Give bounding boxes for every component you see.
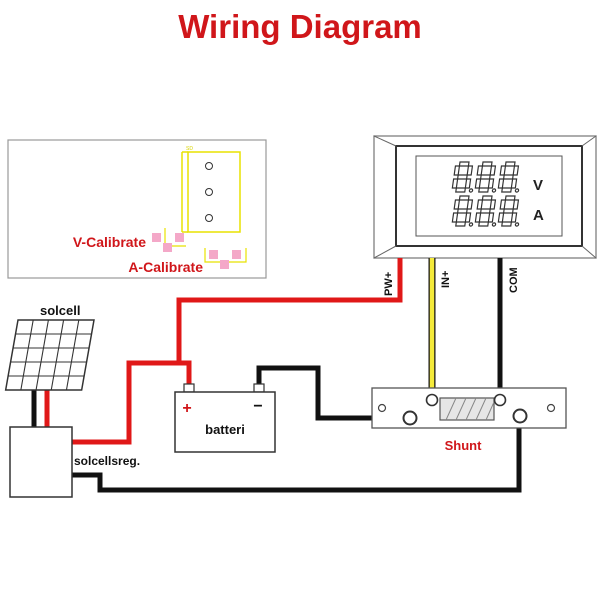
solar-panel-label: solcell bbox=[40, 303, 80, 318]
terminal-label-pw-plus: PW+ bbox=[383, 272, 395, 296]
wire-regulator-to-battery bbox=[72, 360, 179, 445]
seven-segment-digit bbox=[497, 161, 520, 193]
v-calibrate-label: V-Calibrate bbox=[73, 234, 146, 250]
wire-battery-minus-to-shunt bbox=[256, 365, 408, 421]
meter-digits bbox=[451, 161, 520, 227]
battery-body bbox=[174, 391, 276, 453]
regulator-label: solcellsreg. bbox=[74, 454, 140, 468]
svg-text:SD: SD bbox=[186, 146, 193, 152]
battery-label: batteri bbox=[205, 422, 245, 437]
volt-amp-meter: V A bbox=[373, 135, 597, 259]
battery-minus-sign: − bbox=[253, 398, 262, 415]
a-calibrate-pad bbox=[209, 250, 241, 269]
seven-segment-digit bbox=[451, 161, 474, 193]
v-calibrate-pad bbox=[152, 233, 184, 252]
seven-segment-digit bbox=[474, 161, 497, 193]
battery: + − batteri bbox=[174, 383, 276, 453]
regulator-box bbox=[9, 426, 73, 498]
shunt-terminal-load-left bbox=[402, 410, 418, 426]
charge-regulator: solcellsreg. bbox=[9, 426, 140, 498]
solar-panel: solcell bbox=[4, 303, 95, 391]
volt-unit-label: V bbox=[533, 177, 543, 194]
wires bbox=[31, 258, 522, 493]
shunt-terminal-com bbox=[493, 393, 507, 407]
seven-segment-digit bbox=[497, 195, 520, 227]
seven-segment-digit bbox=[451, 195, 474, 227]
shunt: Shunt bbox=[371, 387, 567, 453]
pcb-inset-frame bbox=[7, 139, 267, 279]
shunt-terminal-load-right bbox=[512, 408, 528, 424]
meter-terminal-labels: PW+ IN+ COM bbox=[383, 267, 520, 296]
wire-meter-pw-to-battery-plus bbox=[176, 258, 403, 390]
shunt-terminal-in bbox=[425, 393, 439, 407]
diagram-title: Wiring Diagram bbox=[178, 8, 422, 45]
a-calibrate-label: A-Calibrate bbox=[128, 259, 203, 275]
amp-unit-label: A bbox=[533, 207, 544, 224]
terminal-label-in-plus: IN+ bbox=[440, 271, 452, 288]
pcb-calibration-inset: SD V-Calibrate A-Calibrate bbox=[7, 139, 267, 279]
seven-segment-digit bbox=[474, 195, 497, 227]
shunt-label: Shunt bbox=[445, 438, 482, 453]
battery-plus-sign: + bbox=[182, 400, 191, 417]
terminal-label-com: COM bbox=[508, 267, 520, 293]
wire-shunt-to-regulator bbox=[72, 416, 522, 493]
